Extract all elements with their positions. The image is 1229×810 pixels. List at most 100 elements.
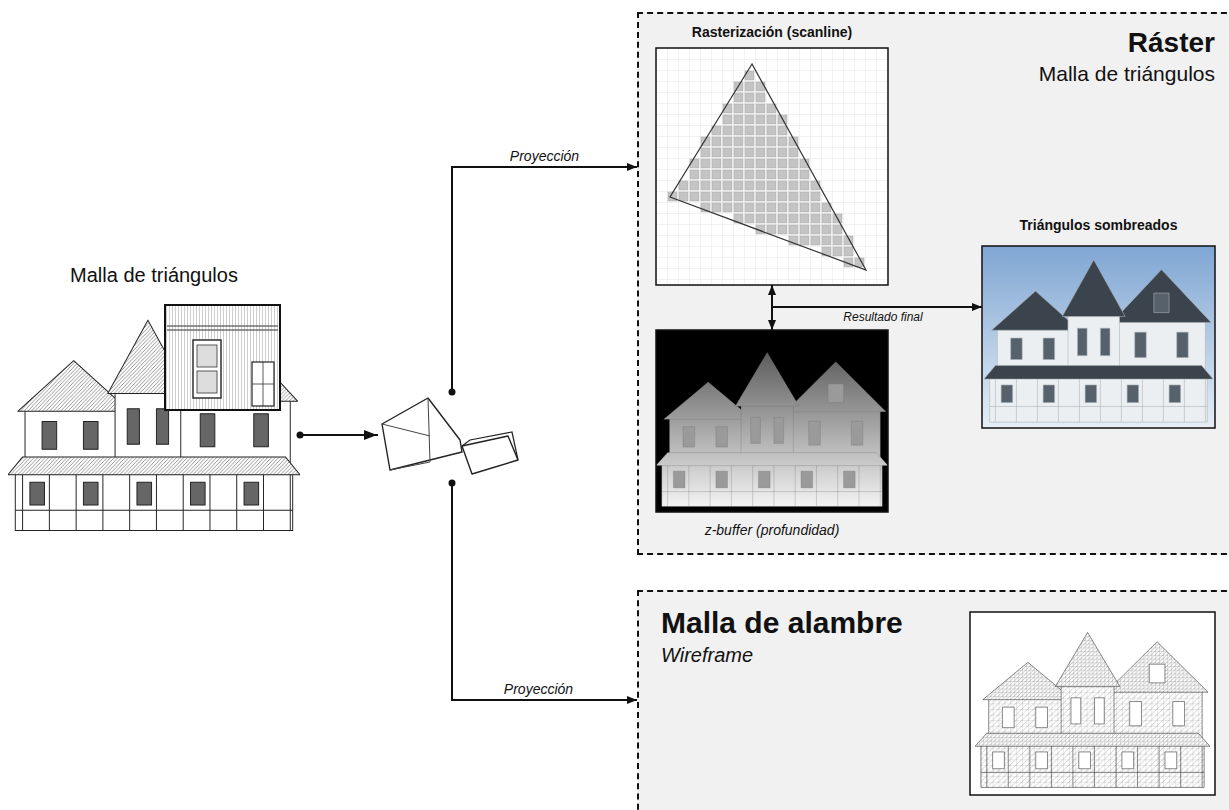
raster-cell: [734, 93, 743, 102]
raster-cell: [811, 214, 820, 223]
raster-cell: [723, 126, 732, 135]
raster-cell: [767, 115, 776, 124]
raster-cell: [767, 148, 776, 157]
wireframe-panel-ground: [637, 590, 1229, 810]
image-heading: Triángulos sombreados: [982, 214, 1215, 236]
wireframe-ground: [970, 612, 1215, 795]
raster-cell: [756, 137, 765, 146]
raster-cell: [767, 192, 776, 201]
panel-title: Malla de alambre: [661, 604, 1229, 642]
edge-label: Resultado final: [840, 310, 925, 324]
raster-cell: [712, 148, 721, 157]
camera-sketch: [378, 394, 526, 480]
raster-cell: [811, 203, 820, 212]
raster-cell: [833, 225, 842, 234]
image-frame: [970, 612, 1215, 795]
raster-cell: [712, 159, 721, 168]
raster-cell: [723, 170, 732, 179]
raster-cell: [789, 181, 798, 190]
raster-cell: [745, 115, 754, 124]
image-box: Rasterización (scanline): [656, 22, 888, 285]
arrow-head: [364, 430, 377, 440]
raster-cell: [800, 203, 809, 212]
raster-cell: [701, 181, 710, 190]
raster-cell: [745, 170, 754, 179]
panel-subtitle: Malla de triángulos: [639, 60, 1215, 88]
raster-cell: [822, 225, 831, 234]
raster-cell: [734, 104, 743, 113]
edge-label-anchor: Resultado final: [840, 310, 925, 324]
raster-cell: [723, 159, 732, 168]
raster-cell: [745, 126, 754, 135]
raster-cell: [679, 192, 688, 201]
junction-dot: [449, 480, 456, 487]
raster-cell: [712, 181, 721, 190]
raster-cell: [756, 170, 765, 179]
raster-cell: [767, 181, 776, 190]
raster-cell: [745, 148, 754, 157]
pixel-grid: [656, 48, 888, 285]
raster-panel: RásterMalla de triángulosRasterización (…: [637, 12, 1229, 555]
raster-cell: [800, 192, 809, 201]
raster-cell: [778, 214, 787, 223]
raster-cell: [767, 214, 776, 223]
raster-cell: [723, 115, 732, 124]
raster-cell: [833, 247, 842, 256]
image-frame: [656, 330, 888, 512]
raster-cell: [800, 236, 809, 245]
shaded-house: [984, 260, 1213, 422]
raster-cell: [767, 159, 776, 168]
raster-cell: [778, 181, 787, 190]
raster-cell: [745, 181, 754, 190]
image-frame: [656, 48, 888, 285]
raster-cell: [723, 192, 732, 201]
raster-cell: [778, 148, 787, 157]
raster-cell: [811, 192, 820, 201]
illustration-box: Malla de triángulos: [8, 262, 300, 542]
raster-cell: [756, 104, 765, 113]
raster-cell: [712, 192, 721, 201]
raster-cell: [734, 181, 743, 190]
raster-cell: [778, 126, 787, 135]
raster-cell: [734, 126, 743, 135]
raster-cell: [756, 214, 765, 223]
raster-cell: [723, 137, 732, 146]
raster-cell: [745, 137, 754, 146]
edge-label-anchor: Proyección: [507, 148, 582, 164]
raster-cell: [745, 159, 754, 168]
raster-cell: [756, 192, 765, 201]
raster-cell: [756, 159, 765, 168]
raster-cell: [679, 181, 688, 190]
raster-cell: [734, 203, 743, 212]
raster-cell: [690, 170, 699, 179]
raster-cell: [811, 225, 820, 234]
raster-cell: [701, 170, 710, 179]
image-frame: [982, 246, 1215, 428]
raster-cell: [822, 214, 831, 223]
raster-cell: [789, 214, 798, 223]
raster-cell: [756, 115, 765, 124]
raster-cell: [778, 225, 787, 234]
raster-cell: [734, 159, 743, 168]
raster-cell: [723, 148, 732, 157]
raster-cell: [690, 192, 699, 201]
raster-cell: [811, 236, 820, 245]
raster-cell: [756, 203, 765, 212]
image-heading: Rasterización (scanline): [656, 22, 888, 42]
raster-cell: [745, 82, 754, 91]
edge-label-anchor: Proyección: [501, 681, 576, 697]
node-heading: Malla de triángulos: [8, 262, 300, 288]
raster-cell: [756, 82, 765, 91]
raster-cell: [745, 192, 754, 201]
depth-house: [656, 352, 888, 506]
zoom-inset: [165, 305, 280, 410]
raster-cell: [712, 170, 721, 179]
raster-cell: [690, 181, 699, 190]
raster-cell: [734, 148, 743, 157]
junction-dot: [449, 389, 456, 396]
raster-cell: [745, 214, 754, 223]
raster-cell: [789, 192, 798, 201]
